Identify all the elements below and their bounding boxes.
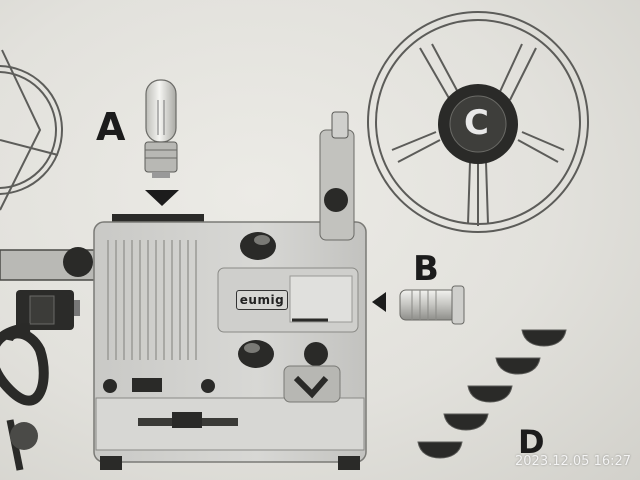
film-reel-icon	[367, 11, 589, 233]
timestamp: 2023.12.05 16:27	[515, 454, 632, 469]
pointer-arrow-icon	[145, 190, 179, 206]
power-cord	[0, 323, 49, 406]
switch-plate	[283, 365, 341, 403]
lens-icon	[399, 285, 465, 325]
lamp-bulb-icon	[144, 79, 178, 178]
focus-knob	[304, 342, 328, 366]
left-arm-hub	[63, 247, 93, 277]
label-d: D	[518, 423, 545, 461]
projector-body	[93, 214, 367, 470]
power-switch	[10, 422, 38, 450]
sprocket-knob-top	[240, 232, 276, 260]
right-reel-arm	[319, 111, 355, 241]
lens-pointer-icon	[372, 292, 386, 312]
label-a: A	[96, 105, 126, 149]
brand-badge: eumig	[236, 290, 288, 310]
sprocket-knob-bottom	[238, 340, 274, 368]
spool-clip-icon	[417, 329, 567, 459]
label-c: C	[464, 103, 489, 143]
power-plug	[16, 290, 80, 330]
left-film-reel	[0, 49, 63, 211]
label-b: B	[413, 249, 439, 289]
